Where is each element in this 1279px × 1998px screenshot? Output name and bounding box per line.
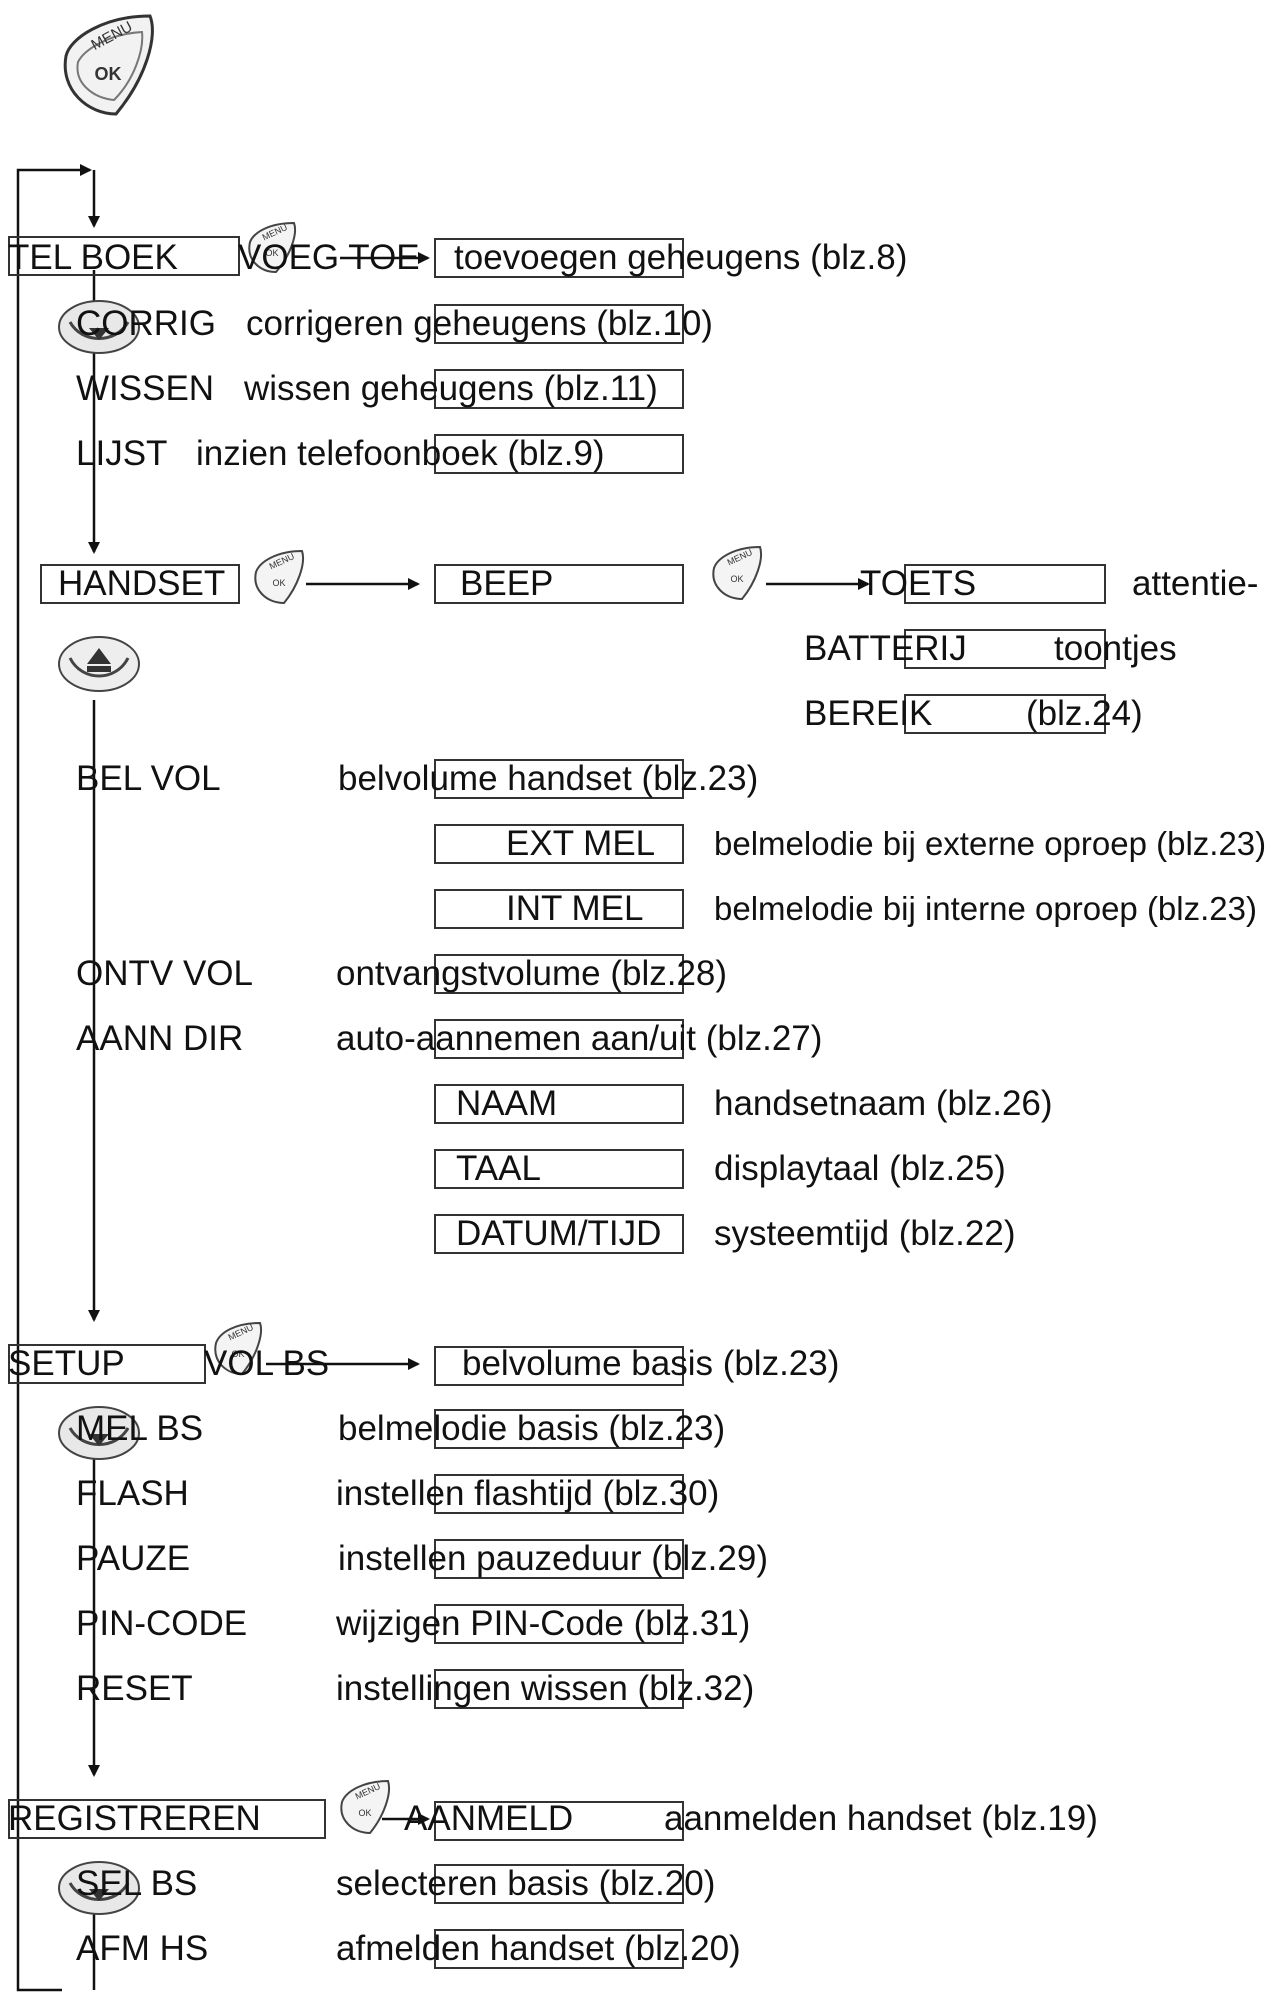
ok-key-label: OK [231,1349,244,1359]
handset-item-desc: systeemtijd (blz.22) [714,1214,1016,1253]
scroll-down-nav-icon[interactable] [56,298,142,356]
registreren-item-desc: selecteren basis (blz.20) [336,1864,716,1903]
loop-back-line [16,164,92,1992]
menu-ok-key-icon[interactable]: OK MENU [338,1778,394,1836]
registreren-title-box [8,1799,326,1839]
setup-title-box [8,1344,206,1384]
setup-column-box [434,1669,684,1709]
setup-item-name: FLASH [76,1474,189,1513]
setup-column-box [434,1539,684,1579]
registreren-column-box [434,1929,684,1969]
ok-key-label: OK [272,578,285,588]
telboek-item-name: LIJST [76,434,168,473]
registreren-column-box [434,1864,684,1904]
handset-column-box [434,889,684,929]
setup-column-box [434,1474,684,1514]
ok-key-label: OK [730,574,743,584]
setup-item-desc: wijzigen PIN-Code (blz.31) [336,1604,751,1643]
setup-column-box [434,1346,684,1386]
beep-sub-box [904,564,1106,604]
registreren-item-name: SEL BS [76,1864,198,1903]
setup-item-desc: instellen pauzeduur (blz.29) [338,1539,768,1578]
handset-item-name: BEL VOL [76,759,221,798]
scroll-down-nav-icon[interactable] [56,634,142,694]
handset-item-name: INT MEL [506,889,644,928]
setup-item-name: PIN-CODE [76,1604,248,1643]
setup-item-name: MEL BS [76,1409,204,1448]
handset-item-desc: ontvangstvolume (blz.28) [336,954,728,993]
handset-item-name: TAAL [456,1149,541,1188]
setup-item-desc: belvolume basis (blz.23) [462,1344,840,1383]
beep-sub-box [904,694,1106,734]
handset-item-name: AANN DIR [76,1019,244,1058]
telboek-item-desc: inzien telefoonboek (blz.9) [196,434,605,473]
ok-key-label: OK [95,64,122,84]
telboek-item-desc: wissen geheugens (blz.11) [244,369,658,408]
handset-item-desc: belmelodie bij externe oproep (blz.23) [714,825,1267,862]
beep-sub-bereik: BEREIK [804,694,933,733]
telboek-column-box [434,434,684,474]
telboek-item-desc: corrigeren geheugens (blz.10) [246,304,713,343]
setup-item-name: VOL BS [204,1344,330,1383]
setup-title: SETUP [8,1344,125,1383]
setup-item-desc: belmelodie basis (blz.23) [338,1409,726,1448]
menu-ok-key-icon[interactable]: OK MENU [710,544,766,602]
beep-desc: (blz.24) [1026,694,1143,733]
telboek-item-desc: toevoegen geheugens (blz.8) [454,238,908,277]
handset-title: HANDSET [58,564,226,603]
handset-item-desc: belmelodie bij interne oproep (blz.23) [714,890,1257,927]
handset-item-name: EXT MEL [506,824,656,863]
setup-item-name: RESET [76,1669,193,1708]
registreren-column-box [434,1801,684,1841]
scroll-down-nav-icon[interactable] [56,1859,142,1917]
handset-column-box [434,954,684,994]
telboek-column-box [434,369,684,409]
menu-ok-key-icon[interactable]: OK MENU [212,1320,266,1376]
registreren-item-desc: afmelden handset (blz.20) [336,1929,741,1968]
beep-box [434,564,684,604]
telboek-column-box [434,238,684,278]
telboek-title-box [8,236,240,276]
handset-item-name: ONTV VOL [76,954,253,993]
handset-column-box [434,759,684,799]
handset-item-desc: displaytaal (blz.25) [714,1149,1006,1188]
beep-label: BEEP [460,564,554,603]
handset-item-desc: handsetnaam (blz.26) [714,1084,1053,1123]
telboek-item-name: CORRIG [76,304,216,343]
registreren-item-name: AANMELD [404,1799,574,1838]
ok-key-label: OK [358,1808,371,1818]
menu-ok-key-icon[interactable]: OK MENU [246,220,300,274]
ok-key-label: OK [265,248,278,258]
handset-column-box [434,1149,684,1189]
setup-item-desc: instellingen wissen (blz.32) [336,1669,755,1708]
handset-column-box [434,824,684,864]
handset-column-box [434,1084,684,1124]
registreren-item-desc: aanmelden handset (blz.19) [664,1799,1098,1838]
setup-item-name: PAUZE [76,1539,191,1578]
handset-title-box [40,564,240,604]
registreren-title: REGISTREREN [8,1799,261,1838]
beep-desc: toontjes [1054,629,1177,668]
handset-item-name: NAAM [456,1084,558,1123]
telboek-column-box [434,304,684,344]
menu-ok-key-icon[interactable]: OK MENU [252,548,308,606]
setup-column-box [434,1409,684,1449]
setup-item-desc: instellen flashtijd (blz.30) [336,1474,720,1513]
handset-item-desc: belvolume handset (blz.23) [338,759,759,798]
registreren-item-name: AFM HS [76,1929,209,1968]
telboek-item-name: WISSEN [76,369,215,408]
handset-item-name: DATUM/TIJD [456,1214,662,1253]
beep-sub-box [904,629,1106,669]
telboek-title: TEL BOEK [8,238,178,277]
scroll-down-nav-icon[interactable] [56,1404,142,1462]
setup-column-box [434,1604,684,1644]
handset-item-desc: auto-aannemen aan/uit (blz.27) [336,1019,823,1058]
beep-sub-toets: TOETS [860,564,977,603]
handset-column-box [434,1019,684,1059]
menu-ok-key-icon[interactable]: OK MENU [58,10,166,120]
beep-sub-batterij: BATTERIJ [804,629,967,668]
handset-column-box [434,1214,684,1254]
telboek-item-name: VOEG TOE [238,238,420,277]
beep-desc: attentie- [1132,564,1259,603]
